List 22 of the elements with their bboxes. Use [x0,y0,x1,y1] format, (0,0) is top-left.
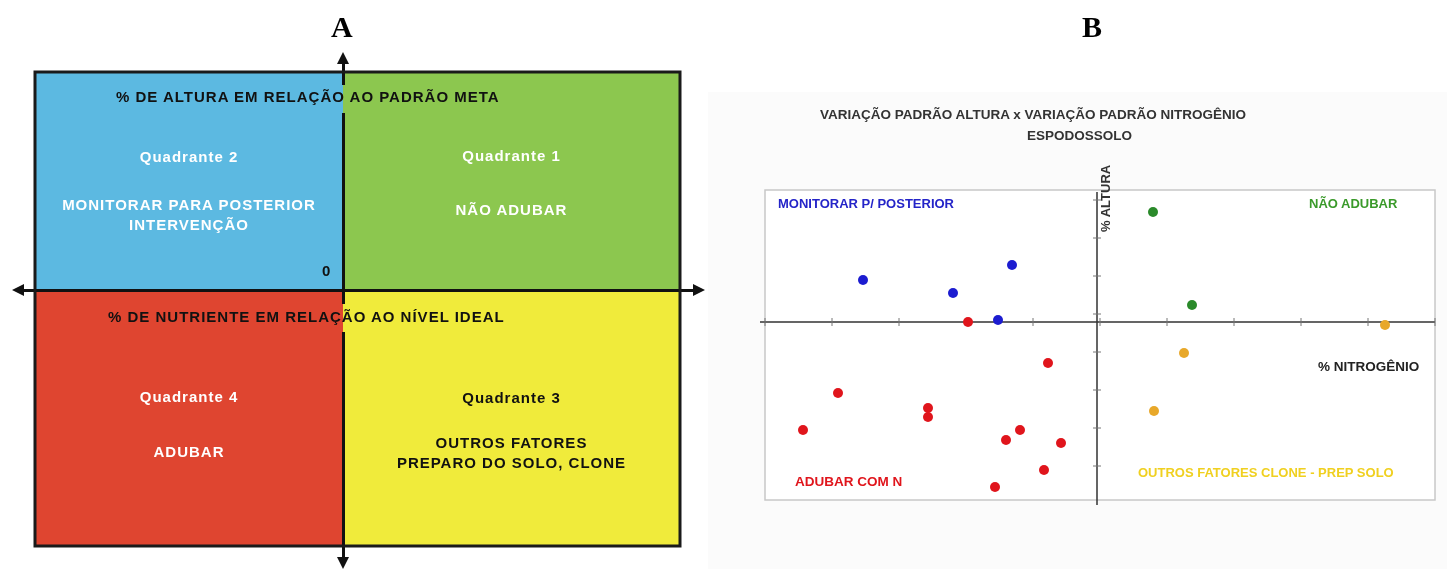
quadrant-text: OUTROS FATORES [434,433,589,453]
quadrant-title: Quadrante 1 [461,146,562,166]
panel-letter: B [1082,10,1102,44]
axis-title: % ALTURA [1098,164,1113,232]
quadrant-panel [343,72,680,290]
chart-title: VARIAÇÃO PADRÃO ALTURA x VARIAÇÃO PADRÃO NITROGÊNIO [820,107,1246,122]
quadrant-text: MONITORAR PARA POSTERIOR INTERVENÇÃO [61,195,317,235]
quadrant-title: Quadrante 2 [138,147,240,167]
region-label: MONITORAR P/ POSTERIOR [778,196,954,211]
panel-letter: A [331,10,353,44]
quadrant-panel [35,72,343,290]
region-label: NÃO ADUBAR [1309,196,1398,211]
region-label: OUTROS FATORES CLONE - PREP SOLO [1138,464,1395,482]
quadrant-title: Quadrante 3 [461,388,562,408]
axis-title: % NITROGÊNIO [1318,359,1420,374]
quadrant-title: Quadrante 4 [138,387,240,407]
origin-label: 0 [322,262,331,279]
chart-subtitle: ESPODOSSOLO [1027,128,1133,143]
quadrant-text: NÃO ADUBAR [454,200,569,220]
quadrant-text: ADUBAR [152,442,226,462]
region-label: ADUBAR COM N [795,474,903,489]
quadrant-text: PREPARO DO SOLO, CLONE [395,453,628,473]
